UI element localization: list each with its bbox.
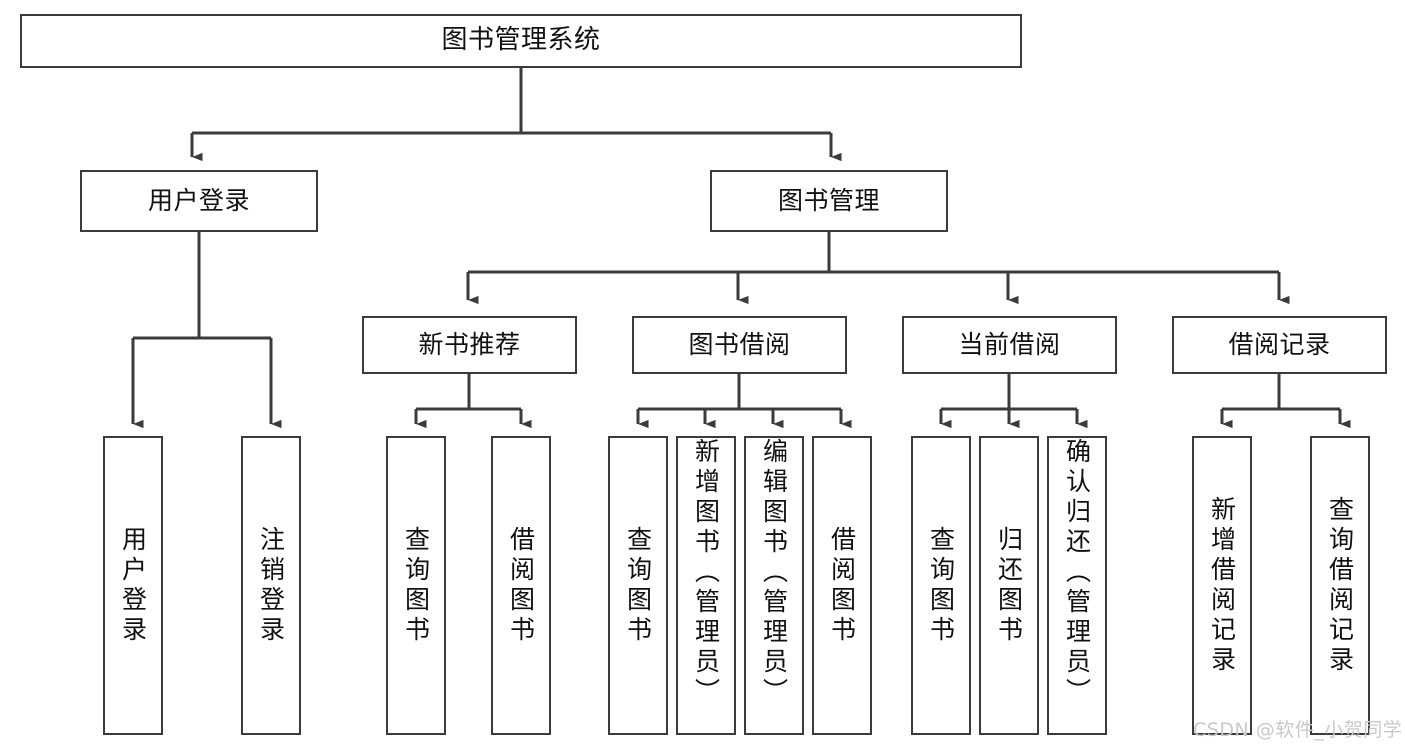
node-label: 借阅图书 — [827, 525, 857, 646]
leaf-logout[interactable]: 注销登录 — [241, 436, 301, 735]
node-label: 归还图书 — [994, 525, 1024, 646]
node-label: 查询图书 — [401, 525, 431, 646]
leaf-query-book-current[interactable]: 查询图书 — [911, 436, 971, 735]
node-label: 借阅图书 — [506, 525, 536, 646]
node-label: 查询借阅记录 — [1325, 495, 1355, 676]
leaf-user-login[interactable]: 用户登录 — [103, 436, 163, 735]
node-book-manage[interactable]: 图书管理 — [710, 170, 948, 232]
node-label: 图书管理 — [777, 186, 880, 215]
leaf-edit-book[interactable]: 编辑图书（管理员） — [744, 436, 804, 735]
node-label: 图书管理系统 — [441, 25, 601, 56]
leaf-add-borrow-record[interactable]: 新增借阅记录 — [1192, 436, 1252, 735]
leaf-query-borrow-record[interactable]: 查询借阅记录 — [1310, 436, 1370, 735]
node-borrow-record[interactable]: 借阅记录 — [1172, 316, 1387, 374]
node-new-book-recommend[interactable]: 新书推荐 — [362, 316, 577, 374]
node-label: 新增借阅记录 — [1207, 495, 1237, 676]
node-label: 当前借阅 — [958, 330, 1061, 359]
node-label: 新书推荐 — [418, 330, 521, 359]
node-label: 图书借阅 — [688, 330, 791, 359]
node-label: 查询图书 — [926, 525, 956, 646]
leaf-query-book-borrow[interactable]: 查询图书 — [608, 436, 668, 735]
node-book-borrow[interactable]: 图书借阅 — [632, 316, 847, 374]
node-current-borrow[interactable]: 当前借阅 — [902, 316, 1117, 374]
leaf-borrow-book-recommend[interactable]: 借阅图书 — [491, 436, 551, 735]
leaf-return-book[interactable]: 归还图书 — [979, 436, 1039, 735]
leaf-query-book-recommend[interactable]: 查询图书 — [386, 436, 446, 735]
leaf-borrow-book[interactable]: 借阅图书 — [812, 436, 872, 735]
node-label: 查询图书 — [623, 525, 653, 646]
node-label: 确认归还（管理员） — [1062, 438, 1092, 708]
node-label: 借阅记录 — [1228, 330, 1331, 359]
leaf-add-book[interactable]: 新增图书（管理员） — [676, 436, 736, 735]
node-label: 注销登录 — [256, 525, 286, 646]
node-label: 编辑图书（管理员） — [759, 438, 789, 708]
node-label: 用户登录 — [147, 186, 250, 215]
node-label: 用户登录 — [118, 525, 148, 646]
watermark-text: CSDN @软件_小贺同学 — [1193, 719, 1403, 741]
node-user-login[interactable]: 用户登录 — [80, 170, 318, 232]
node-root-system[interactable]: 图书管理系统 — [20, 14, 1022, 68]
leaf-confirm-return[interactable]: 确认归还（管理员） — [1047, 436, 1107, 735]
node-label: 新增图书（管理员） — [691, 438, 721, 708]
